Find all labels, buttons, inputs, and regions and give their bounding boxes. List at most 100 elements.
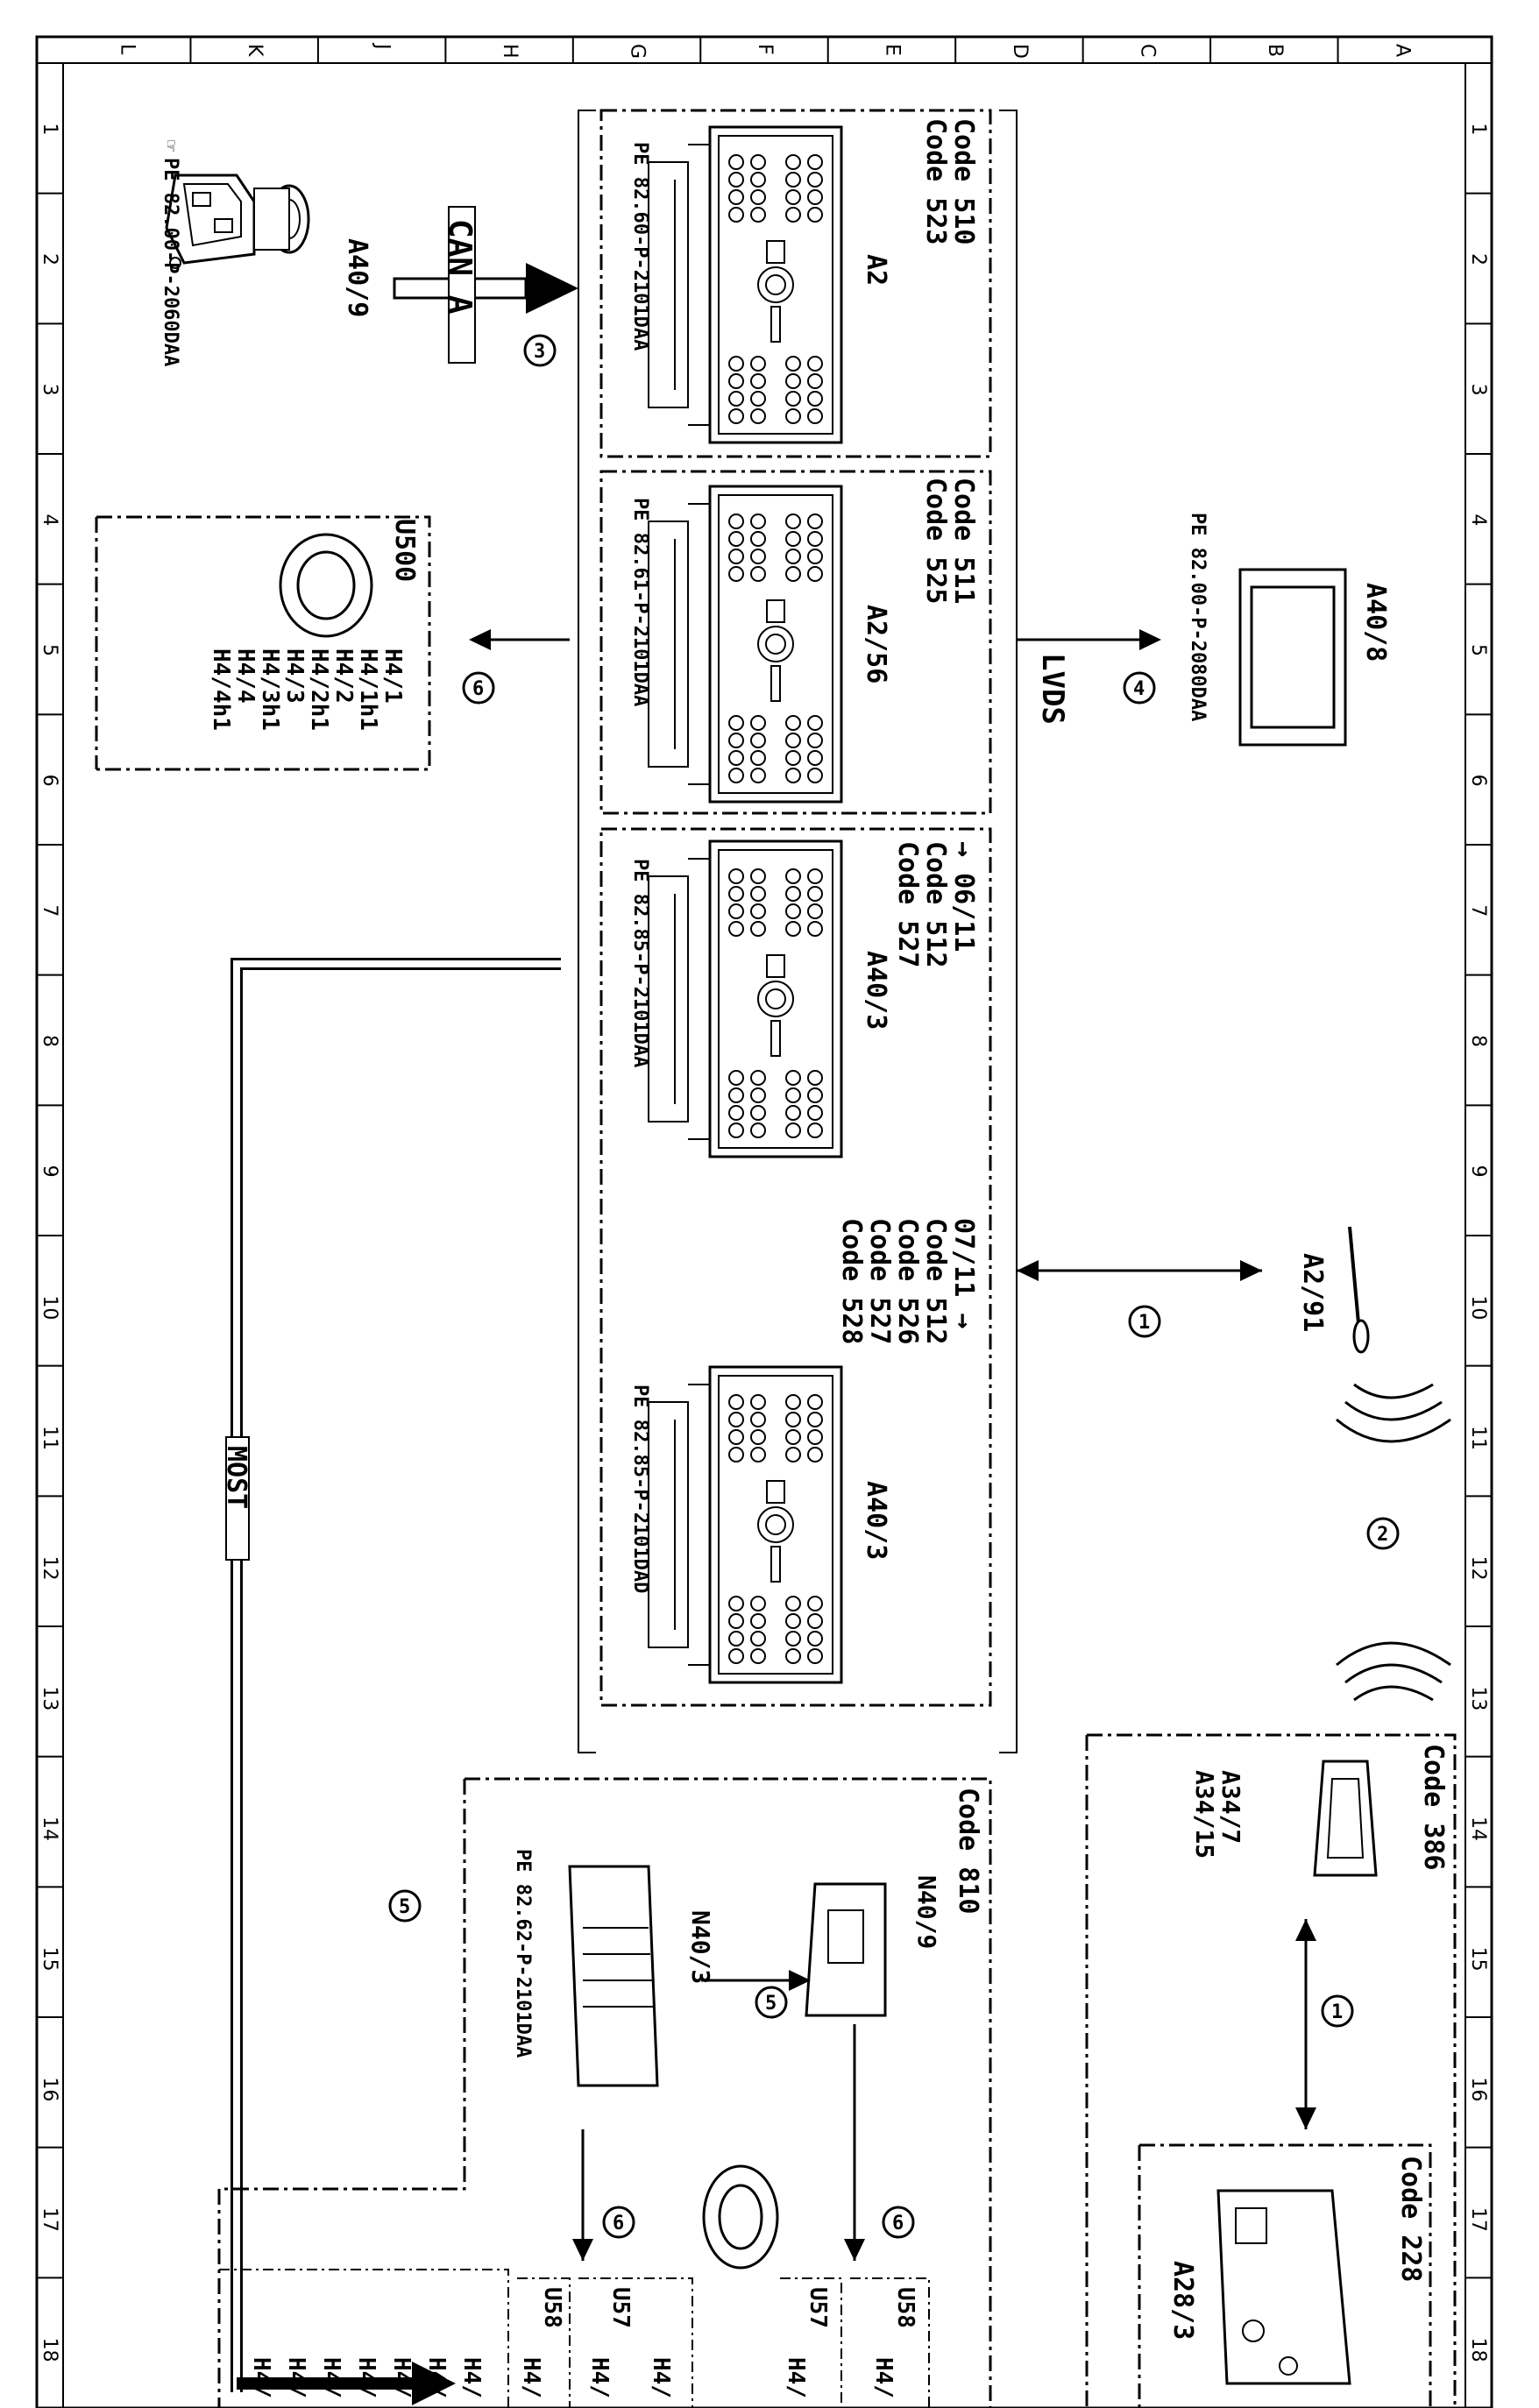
a40-8-ref: PE 82.00-P-2080DAA	[1187, 513, 1209, 721]
a2-label: A2	[861, 254, 891, 286]
a2-56-code-1: Code 511	[948, 478, 979, 605]
u58-left-label: U58	[539, 2287, 565, 2328]
a2-91-label: A2/91	[1297, 1253, 1328, 1332]
a40-9-component: A40/9 PE 82.00-P-2060DAA ☞	[160, 140, 372, 366]
svg-text:3: 3	[534, 341, 545, 363]
row-label: 5	[1467, 644, 1489, 656]
svg-text:5: 5	[765, 1993, 777, 2015]
row-label: 8	[39, 1035, 60, 1047]
a2-56-group: Code 511 Code 525 A2/56 PE 82.61-P-2101D…	[599, 470, 992, 815]
a2-91-group: 1 A2/91 2	[1017, 1226, 1451, 1702]
row-label: 17	[39, 2207, 60, 2232]
marker-1	[1128, 1305, 1161, 1338]
row-label: 5	[39, 644, 60, 656]
row-label: 9	[39, 1165, 60, 1178]
row-label: 16	[1467, 2077, 1489, 2101]
column-label: A	[1391, 44, 1413, 57]
a2-code-1: Code 510	[948, 118, 979, 245]
n40-9-label: N40/9	[912, 1875, 941, 1949]
row-label: 7	[1467, 904, 1489, 917]
svg-text:2: 2	[1377, 1524, 1388, 1546]
marker-5	[388, 1889, 422, 1923]
lvds-label: LVDS	[1035, 653, 1070, 725]
a40-3-late-ref: PE 82.85-P-2101DAD	[629, 1385, 651, 1593]
row-label: 17	[1467, 2207, 1489, 2232]
marker-6b	[602, 2206, 635, 2239]
row-label: 16	[39, 2077, 60, 2101]
bottom-left-group: U58 U57 H4/H4/H4/H4/H4/H4/H4/H4/H4/H4/	[219, 2269, 693, 2408]
u500-item: H4/2h1	[306, 648, 332, 731]
a40-3-early-ref: PE 82.85-P-2101DAA	[629, 859, 651, 1067]
bottom-left-item: H4/	[248, 2357, 274, 2398]
a2-code-2: Code 523	[920, 118, 951, 245]
u57-left-item: H4/	[586, 2357, 613, 2398]
svg-text:6: 6	[472, 678, 484, 700]
a40-3-early-code-2: Code 512	[920, 841, 951, 968]
a40-8-label: A40/8	[1360, 583, 1391, 662]
can-a-label: CAN A	[442, 219, 478, 315]
amp-code: Code 810	[953, 1788, 983, 1915]
a40-3-late-code-3: Code 526	[892, 1218, 923, 1345]
radio-brace-left	[578, 110, 596, 1753]
a34-code: Code 386	[1418, 1744, 1449, 1871]
row-label: 3	[39, 384, 60, 396]
column-label: H	[499, 44, 521, 59]
row-label: 12	[39, 1556, 60, 1581]
u500-item: H4/4	[232, 648, 259, 704]
lvds-connection: LVDS 4	[1017, 629, 1161, 725]
row-label: 12	[1467, 1556, 1489, 1581]
bottom-right-group: U57 U58 H4/ H4/	[780, 2277, 930, 2408]
marker-2	[1366, 1517, 1400, 1550]
column-label: L	[117, 44, 138, 55]
a40-3-early-code-3: Code 527	[892, 841, 923, 968]
row-label: 13	[1467, 1686, 1489, 1710]
bottom-left-item: H4/	[423, 2357, 450, 2398]
a40-3-late-code-2: Code 512	[920, 1218, 951, 1345]
a40-3-early-code-1: → 06/11	[948, 841, 979, 952]
a40-3-late-code-4: Code 527	[864, 1218, 895, 1345]
bottom-right-item-2: H4/	[870, 2357, 897, 2398]
row-label: 18	[1467, 2338, 1489, 2362]
svg-text:6: 6	[613, 2213, 624, 2234]
row-label: 10	[39, 1295, 60, 1320]
marker-3	[523, 334, 557, 367]
u57-left-item: H4/	[648, 2357, 674, 2398]
row-label: 6	[1467, 775, 1489, 787]
row-label: 14	[1467, 1817, 1489, 1841]
a2-ref: PE 82.60-P-2101DAA	[629, 142, 651, 351]
column-label: F	[754, 44, 776, 55]
row-label: 1	[1467, 123, 1489, 135]
manual-ref-icon: ☞	[160, 140, 181, 152]
bottom-left-item: H4/	[388, 2357, 415, 2398]
most-arrowhead	[412, 2362, 456, 2405]
row-label: 2	[39, 253, 60, 266]
row-label: 7	[39, 904, 60, 917]
row-label: 4	[39, 513, 60, 526]
u57-right-label: U57	[805, 2287, 831, 2328]
u500-item: H4/1h1	[355, 648, 381, 731]
row-label: 4	[1467, 513, 1489, 526]
svg-text:1: 1	[1138, 1312, 1150, 1334]
row-label: 2	[1467, 253, 1489, 266]
u58-left-item: H4/	[518, 2357, 544, 2398]
row-label: 11	[1467, 1426, 1489, 1450]
a28-3-label: A28/3	[1167, 2261, 1198, 2340]
a34-label-2: A34/15	[1190, 1770, 1219, 1859]
column-label: K	[244, 44, 266, 57]
u500-label: U500	[389, 519, 420, 582]
bottom-left-item: H4/	[318, 2357, 344, 2398]
most-label: MOST	[221, 1446, 252, 1509]
column-label: C	[1136, 44, 1158, 57]
a40-3-group: → 06/11 Code 512 Code 527 A40/3 PE 82.85…	[599, 827, 992, 1707]
marker-1b	[1321, 1994, 1354, 2028]
u500-item: H4/4h1	[208, 648, 234, 731]
row-label: 10	[1467, 1295, 1489, 1320]
a2-56-code-2: Code 525	[920, 478, 951, 605]
a40-9-label: A40/9	[342, 238, 372, 317]
a40-3-late-label: A40/3	[861, 1481, 891, 1560]
u500-item: H4/1	[379, 648, 406, 704]
row-label: 9	[1467, 1165, 1489, 1178]
